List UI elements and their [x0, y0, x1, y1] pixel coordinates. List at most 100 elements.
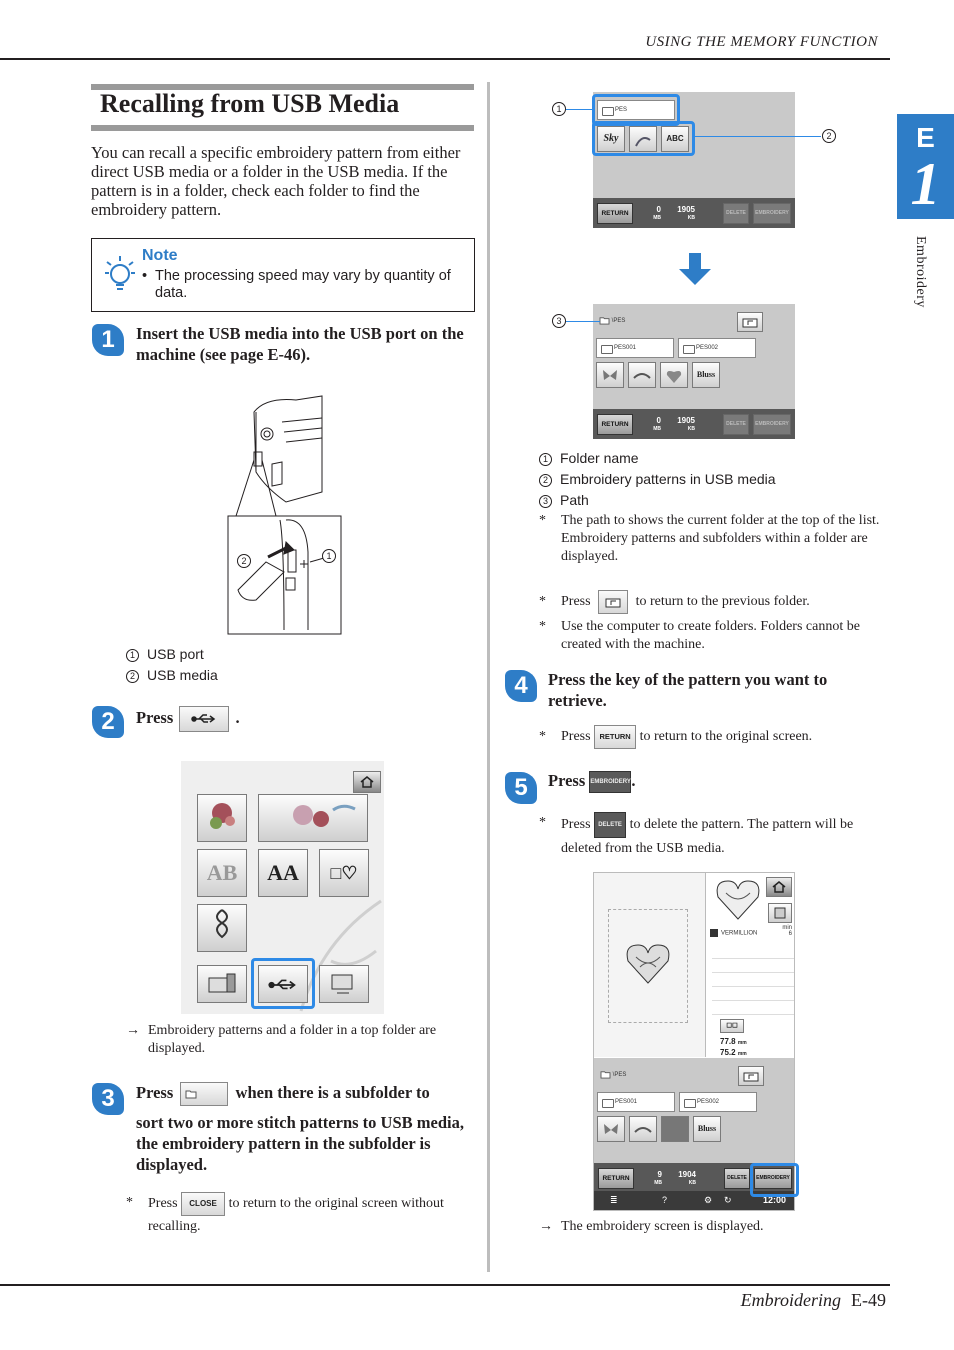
heart-pattern-preview — [626, 944, 670, 984]
folder-key[interactable]: PES — [597, 100, 675, 120]
pattern-key-1[interactable] — [596, 362, 624, 388]
embroidery-key[interactable]: EMBROIDERY — [754, 1168, 792, 1189]
up-folder-key[interactable] — [737, 312, 763, 332]
usb-memory-button[interactable] — [258, 965, 308, 1003]
up-folder-key[interactable] — [738, 1066, 764, 1086]
path-note-text-2: Embroidery patterns and subfolders withi… — [561, 531, 868, 564]
pattern-key-3-selected[interactable] — [661, 1116, 689, 1142]
folder-button-inline[interactable] — [180, 1082, 229, 1107]
legend-label: Folder name — [560, 450, 639, 466]
floral-pattern-button[interactable] — [197, 794, 247, 842]
menu-icon[interactable]: ≣ — [610, 1195, 618, 1205]
vine-icon — [634, 1127, 652, 1133]
path-note-text: The path to shows the current folder at … — [561, 513, 880, 528]
machine-icon — [208, 973, 236, 993]
subfolder-key-2[interactable]: PES002 — [679, 1092, 757, 1112]
refresh-icon[interactable]: ↻ — [724, 1195, 732, 1205]
return-key[interactable]: RETURN — [597, 414, 633, 435]
usb-icon — [191, 714, 216, 723]
delete-key[interactable]: DELETE — [723, 203, 749, 224]
butterfly-icon — [603, 370, 617, 380]
subfolder-key-1[interactable]: PES001 — [597, 1092, 675, 1112]
pattern-key-2[interactable] — [628, 362, 656, 388]
callout-2-usb-patterns: 2 — [822, 129, 836, 143]
step-1-text: Insert the USB media into the USB port o… — [136, 324, 464, 364]
subfolder-key-1[interactable]: PES001 — [596, 338, 674, 358]
note-title: Note — [142, 247, 178, 264]
memory-mb-value: 0 — [656, 205, 661, 214]
return-button-inline[interactable]: RETURN — [594, 725, 637, 749]
help-icon[interactable]: ? — [662, 1195, 668, 1205]
back-folder-note-body: Press to return to the previous folder. — [539, 590, 889, 614]
note-asterisk: * — [539, 815, 546, 830]
legend-label: Path — [560, 492, 589, 508]
home-button[interactable] — [353, 771, 381, 793]
vine-icon — [633, 373, 651, 379]
pattern-key-1[interactable]: Sky — [597, 126, 625, 152]
legend-label: USB media — [147, 667, 218, 683]
pattern-key-4[interactable]: Bluss — [692, 362, 720, 388]
chapter-letter: E — [916, 122, 935, 153]
computer-memory-button[interactable] — [319, 965, 369, 1003]
pattern-key-2[interactable] — [629, 1116, 657, 1142]
embroidery-key-highlight — [750, 1163, 799, 1197]
utility-pattern-button[interactable] — [197, 904, 247, 952]
time-value: 6 — [788, 931, 792, 937]
pattern-key-1[interactable] — [597, 1116, 625, 1142]
section-title-frame — [91, 84, 474, 131]
delete-key[interactable]: DELETE — [723, 414, 749, 435]
step-4-note: * Press RETURN to return to the original… — [539, 725, 889, 749]
pattern-key-2[interactable] — [629, 126, 657, 152]
chapter-number: 1 — [910, 151, 941, 217]
delete-button-inline[interactable]: DELETE — [594, 812, 627, 838]
subfolder-key-2[interactable]: PES002 — [678, 338, 756, 358]
heart-pattern-thumbnail — [716, 880, 760, 920]
callout-1-usb-port: 1 — [322, 549, 336, 563]
note-asterisk: * — [539, 594, 546, 609]
close-button-inline[interactable]: CLOSE — [181, 1192, 226, 1216]
machine-memory-button[interactable] — [197, 965, 247, 1003]
memory-mb-value: 9 — [657, 1170, 662, 1179]
embroidery-button-inline[interactable]: EMBROIDERY — [589, 771, 632, 794]
callout-line-3 — [566, 321, 600, 322]
size-buttons[interactable]: ◻◻ — [720, 1019, 744, 1033]
usb-button-inline[interactable] — [179, 706, 230, 732]
frame-pattern-button[interactable]: □♡ — [319, 849, 369, 897]
pattern-key-4[interactable]: Bluss — [693, 1116, 721, 1142]
settings-icon[interactable]: ⚙ — [704, 1195, 713, 1205]
delete-key[interactable]: DELETE — [724, 1168, 750, 1189]
thread-palette-button[interactable] — [768, 903, 792, 923]
step-5-result-text: The embroidery screen is displayed. — [561, 1219, 764, 1234]
step-5-result: → The embroidery screen is displayed. — [539, 1218, 889, 1236]
return-key[interactable]: RETURN — [597, 203, 633, 224]
embroidery-key[interactable]: EMBROIDERY — [753, 203, 791, 224]
return-key[interactable]: RETURN — [598, 1168, 634, 1189]
memory-mb-unit: MB — [654, 1180, 662, 1186]
alphabet-font-button[interactable]: AB — [197, 849, 247, 897]
embroidery-key[interactable]: EMBROIDERY — [753, 414, 791, 435]
home-button[interactable] — [766, 877, 792, 897]
step-1-number: 1 — [92, 324, 124, 356]
pattern-key-3[interactable]: ABC — [661, 126, 689, 152]
up-folder-button-inline[interactable] — [598, 590, 629, 614]
thread-color-swatch — [710, 929, 718, 937]
character-button[interactable]: AA — [258, 849, 308, 897]
legend-label: USB port — [147, 646, 204, 662]
callout-2-usb-media: 2 — [237, 554, 251, 568]
folder-icon — [599, 317, 610, 325]
folder-icon — [600, 1071, 611, 1079]
step-5-number: 5 — [505, 772, 537, 804]
pattern-width: 77.8 mm — [720, 1037, 747, 1048]
decorative-pattern-button[interactable] — [258, 794, 368, 842]
note-asterisk: * — [126, 1195, 133, 1210]
back-note-after: to return to the previous folder. — [635, 594, 810, 610]
pattern-key-3[interactable] — [660, 362, 688, 388]
